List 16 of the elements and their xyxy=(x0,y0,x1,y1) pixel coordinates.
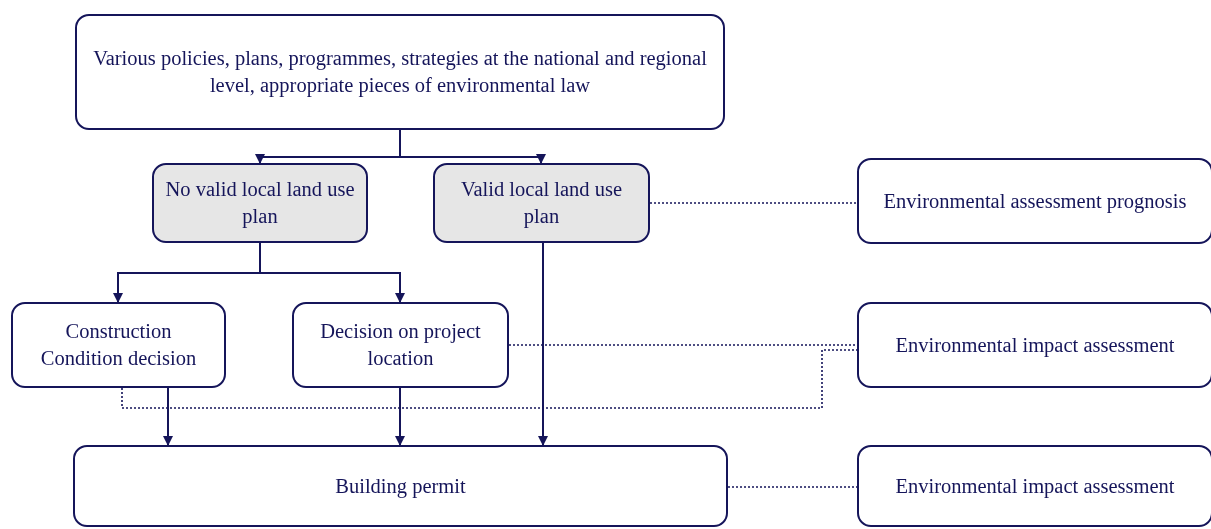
process-box: Environmental impact assessment xyxy=(857,302,1211,388)
process-box: Various policies, plans, programmes, strategies at the national and regional level, appropriate pieces of environmental law xyxy=(75,14,725,130)
dotted-connector xyxy=(649,202,858,204)
process-box: Construction Condition decision xyxy=(11,302,226,388)
process-box: Environmental assessment prognosis xyxy=(857,158,1211,244)
arrow xyxy=(399,129,546,164)
process-box: Building permit xyxy=(73,445,728,527)
arrow xyxy=(538,242,548,446)
arrow xyxy=(163,387,173,446)
shaded-process-box: Valid local land use plan xyxy=(433,163,650,243)
process-box: Decision on project location xyxy=(292,302,509,388)
shaded-process-box: No valid local land use plan xyxy=(152,163,368,243)
dotted-connector xyxy=(508,344,858,346)
arrow xyxy=(395,387,405,446)
arrow xyxy=(259,242,405,303)
process-box: Environmental impact assessment xyxy=(857,445,1211,527)
